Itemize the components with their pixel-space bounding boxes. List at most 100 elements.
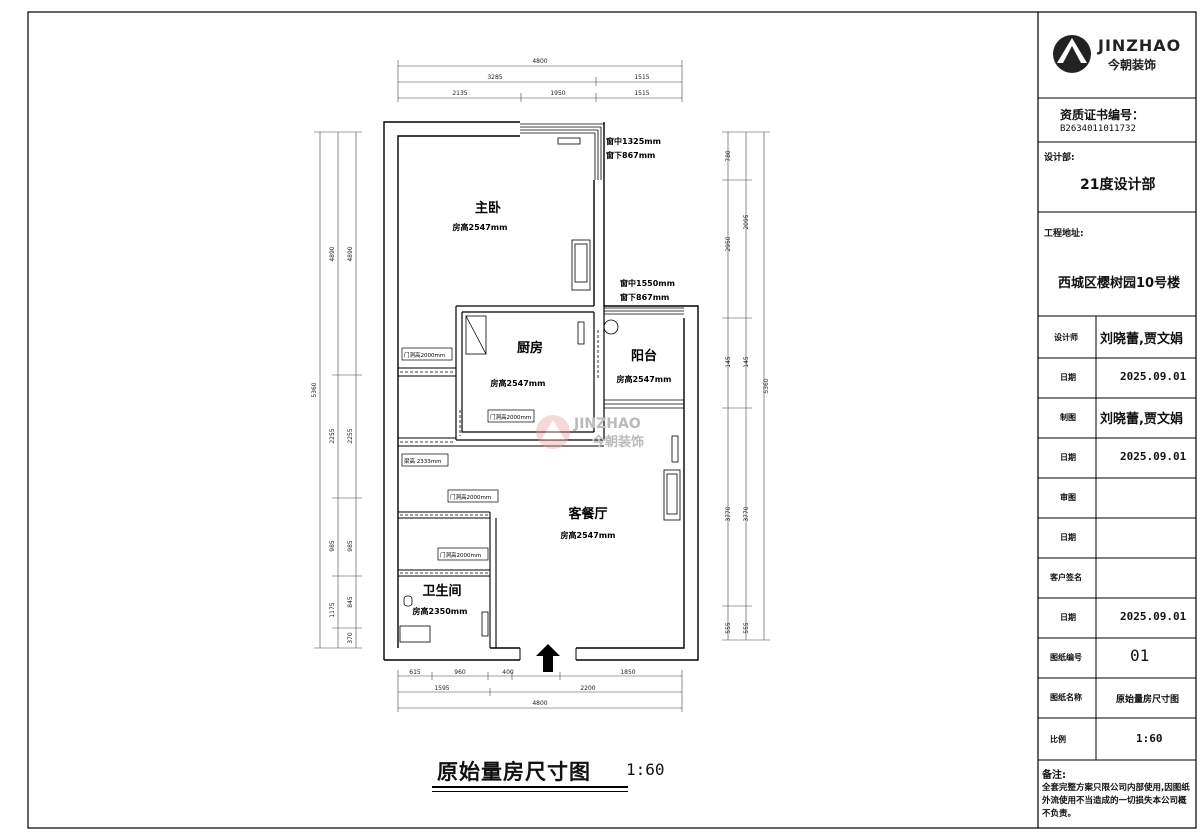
room-kitchen-height: 房高2547mm: [491, 378, 546, 388]
dim-left-a1: 4890: [329, 246, 336, 261]
dim-top-a: 3285: [487, 74, 502, 81]
kitchen-walls: [455, 305, 605, 441]
row-review-label: 审图: [1060, 493, 1076, 502]
bottom-dimensions: [397, 670, 683, 712]
beam-tag: 梁高 2333mm: [404, 457, 441, 465]
row-date2-value: 2025.09.01: [1120, 450, 1187, 463]
row-drawing-name-value: 原始量房尺寸图: [1116, 695, 1180, 705]
drawing-title: 原始量房尺寸图: [437, 760, 591, 784]
row-drafter-label: 制图: [1060, 413, 1076, 422]
room-kitchen-name: 厨房: [517, 340, 543, 356]
logo-en: JINZHAO: [1098, 36, 1182, 55]
dim-bottom-b: 960: [454, 669, 466, 676]
row-drafter-value: 刘晓蕾,贾文娟: [1100, 412, 1183, 427]
room-master-height: 房高2547mm: [453, 222, 508, 232]
row-client-label: 客户签名: [1050, 573, 1082, 582]
master-window: [520, 123, 605, 180]
dim-right-c: 2950: [725, 236, 732, 251]
door-tag-3: 门洞高2000mm: [450, 493, 491, 501]
title-block-lines: [1038, 97, 1196, 761]
dim-left-e: 370: [347, 632, 354, 644]
drawing-scale: 1:60: [626, 760, 665, 779]
row-designer-label: 设计师: [1054, 333, 1078, 342]
title-underline: [432, 786, 628, 788]
dim-left-b2: 2255: [347, 428, 354, 443]
dim-top-e: 1515: [634, 90, 649, 97]
row-date2-label: 日期: [1060, 453, 1076, 462]
dim-bottom-c: 400: [502, 669, 514, 676]
row-drawing-no-label: 图纸编号: [1050, 653, 1082, 662]
door-tag-1: 门洞高2000mm: [404, 351, 445, 359]
dim-right-d2: 145: [743, 356, 750, 368]
dim-bottom-d: 1595: [434, 685, 449, 692]
row-scale-value: 1:60: [1136, 732, 1163, 745]
balcony-window-mid: 窗中1550mm: [620, 278, 675, 288]
watermark-en: JINZHAO: [573, 416, 641, 432]
master-window-mid: 窗中1325mm: [606, 136, 661, 146]
room-master-name: 主卧: [475, 200, 501, 216]
dim-left-c1: 985: [329, 540, 336, 552]
room-bath-name: 卫生间: [422, 583, 461, 599]
balcony-window: [604, 307, 684, 409]
entrance-arrow: [519, 644, 577, 672]
sheet-border: [27, 11, 1197, 829]
room-living-name: 客餐厅: [568, 506, 607, 522]
jinzhao-logo-icon: [1053, 35, 1091, 73]
room-living-height: 房高2547mm: [561, 530, 616, 540]
logo-cn: 今朝装饰: [1108, 58, 1157, 72]
dim-bottom-total: 4800: [532, 700, 547, 707]
door-tag-4: 门洞高2000mm: [440, 551, 481, 559]
room-bath-height: 房高2350mm: [413, 606, 468, 616]
dim-right-f2: 555: [743, 622, 750, 634]
row-date1-value: 2025.09.01: [1120, 370, 1187, 383]
master-window-low: 窗下867mm: [606, 150, 655, 160]
dim-left-c2: 985: [347, 540, 354, 552]
room-balcony-name: 阳台: [631, 348, 657, 364]
row-drawing-name-label: 图纸名称: [1050, 693, 1082, 702]
title-underline-thin: [432, 791, 628, 792]
dim-right-total: 5360: [763, 378, 770, 393]
dim-right-f1: 555: [725, 622, 732, 634]
dim-left-d1: 1175: [329, 602, 336, 617]
note-text: 全套完整方案只限公司内部使用,因图纸外流使用不当造成的一切损失本公司概不负责。: [1042, 783, 1190, 819]
dim-left-a2: 4890: [347, 246, 354, 261]
watermark-cn: 今朝装饰: [591, 434, 644, 450]
row-scale-label: 比例: [1050, 735, 1066, 744]
left-dimensions: [314, 131, 362, 649]
dim-top-d: 1950: [550, 90, 565, 97]
door-openings: [400, 330, 599, 574]
top-dimensions: [397, 60, 683, 102]
dim-top-b: 1515: [634, 74, 649, 81]
dim-bottom-a: 615: [409, 669, 421, 676]
dim-bottom-f: 1850: [620, 669, 635, 676]
dim-left-d2: 845: [347, 596, 354, 608]
dim-left-b1: 2255: [329, 428, 336, 443]
watermark-logo: [536, 415, 570, 449]
dept-label: 设计部:: [1044, 153, 1075, 163]
cert-label: 资质证书编号：: [1060, 108, 1145, 122]
outer-walls: [383, 121, 699, 661]
note-label: 备注:: [1042, 770, 1066, 781]
dim-right-e1: 3770: [725, 506, 732, 521]
dim-top-c: 2135: [452, 90, 467, 97]
dim-left-total: 5360: [311, 382, 318, 397]
dim-right-b: 2095: [743, 214, 750, 229]
row-date4-label: 日期: [1060, 613, 1076, 622]
row-date4-value: 2025.09.01: [1120, 610, 1187, 623]
addr-label: 工程地址:: [1044, 229, 1084, 239]
row-date3-label: 日期: [1060, 533, 1076, 542]
row-date1-label: 日期: [1060, 373, 1076, 382]
addr-value: 西城区樱树园10号楼: [1058, 276, 1181, 291]
cert-number: B2634011011732: [1060, 124, 1136, 134]
door-tag-2: 门洞高2000mm: [490, 413, 531, 421]
row-drawing-no-value: 01: [1130, 646, 1150, 665]
dim-right-d1: 145: [725, 356, 732, 368]
interior-walls: [398, 367, 604, 648]
dim-top-total: 4800: [532, 58, 547, 65]
row-designer-value: 刘晓蕾,贾文娟: [1100, 332, 1183, 347]
dept-value: 21度设计部: [1080, 177, 1156, 193]
door-tags: [401, 347, 535, 561]
right-dimensions: [722, 131, 770, 641]
dim-bottom-e: 2200: [580, 685, 595, 692]
